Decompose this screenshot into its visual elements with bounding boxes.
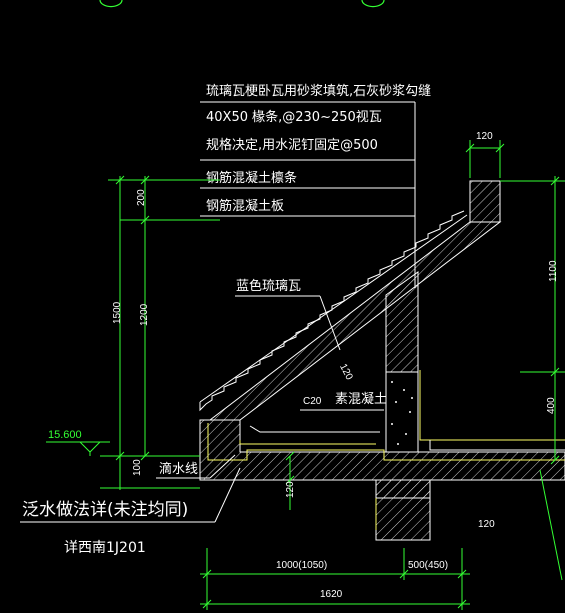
grid-marker-circles (99, 0, 385, 8)
flashing-label: 泛水做法详(未注均同) (22, 500, 188, 520)
dim-bottom-1620: 1620 (320, 589, 343, 600)
sloped-roof-slab (208, 221, 502, 421)
note-rafter-spec: 40X50 椽条,@230~250视瓦 (206, 109, 382, 125)
flashing-line (207, 370, 565, 530)
dim-left-200: 200 (136, 189, 147, 206)
blue-tile-label: 蓝色琉璃瓦 (236, 278, 301, 294)
dim-bottom-120: 120 (478, 519, 495, 530)
dim-right (500, 176, 565, 581)
elevation-label: 15.600 (48, 429, 82, 441)
elevation-mark (46, 441, 110, 456)
note-slab: 钢筋混凝土板 (206, 198, 284, 214)
drip-line-label: 滴水线 (159, 461, 198, 477)
dim-slab-120: 120 (285, 481, 296, 498)
inner-channel (249, 425, 565, 451)
plain-concrete-block (385, 371, 419, 453)
parapet-upstand (469, 180, 501, 223)
c20-label: C20 (303, 396, 322, 407)
dim-left-1200: 1200 (139, 303, 150, 326)
dim-right-1100: 1100 (548, 260, 559, 282)
note-rafter-fixing: 规格决定,用水泥钉固定@500 (206, 137, 378, 153)
dim-slab (285, 451, 295, 510)
note-tile-mortar: 琉璃瓦梗卧瓦用砂浆填筑,石灰砂浆勾缝 (206, 83, 431, 99)
note-purlin: 钢筋混凝土檩条 (206, 170, 297, 186)
notes-leader (200, 101, 416, 288)
plain-concrete-label: 素混凝土 (335, 391, 387, 407)
dim-bottom (200, 548, 470, 610)
dim-top-width (465, 140, 505, 178)
dim-top-width-label: 120 (476, 131, 493, 142)
dim-bottom-1000: 1000(1050) (276, 560, 327, 571)
dim-left-100: 100 (132, 459, 143, 476)
gutter-slab (199, 419, 565, 541)
dim-left-1500: 1500 (112, 301, 123, 324)
tile-layer (199, 210, 468, 412)
reference-label: 详西南1J201 (64, 540, 146, 556)
slope-thickness-label: 120 (337, 362, 355, 382)
dim-bottom-500: 500(450) (408, 560, 448, 571)
dim-left (100, 175, 220, 490)
dim-right-400: 400 (546, 397, 557, 414)
label-leaders (20, 295, 384, 523)
